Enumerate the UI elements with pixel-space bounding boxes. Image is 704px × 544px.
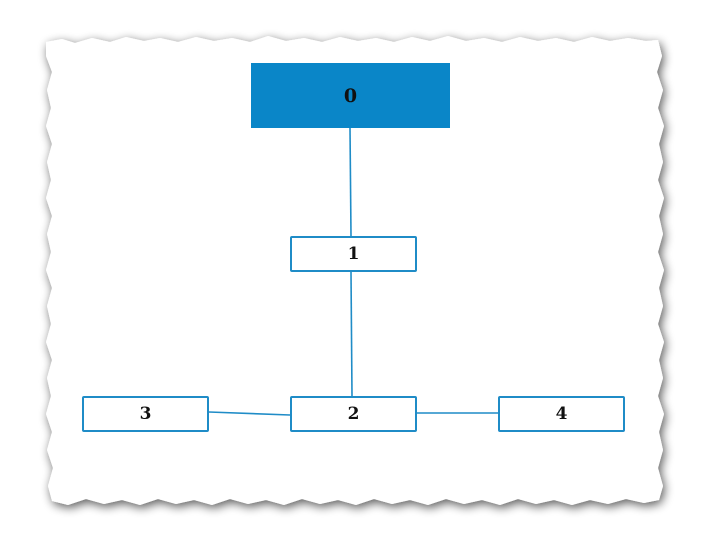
edge-1-2 (350, 271, 353, 397)
node-0: 0 (251, 63, 450, 128)
node-1-label: 1 (347, 244, 360, 264)
node-3: 3 (82, 396, 209, 432)
node-4-label: 4 (555, 404, 568, 424)
edge-0-1 (349, 127, 352, 237)
node-0-label: 0 (343, 84, 358, 107)
node-3-label: 3 (139, 404, 152, 424)
node-2-label: 2 (347, 404, 360, 424)
node-2: 2 (290, 396, 417, 432)
edge-2-3 (208, 411, 291, 416)
node-4: 4 (498, 396, 625, 432)
connector-lines (208, 127, 498, 416)
node-1: 1 (290, 236, 417, 272)
